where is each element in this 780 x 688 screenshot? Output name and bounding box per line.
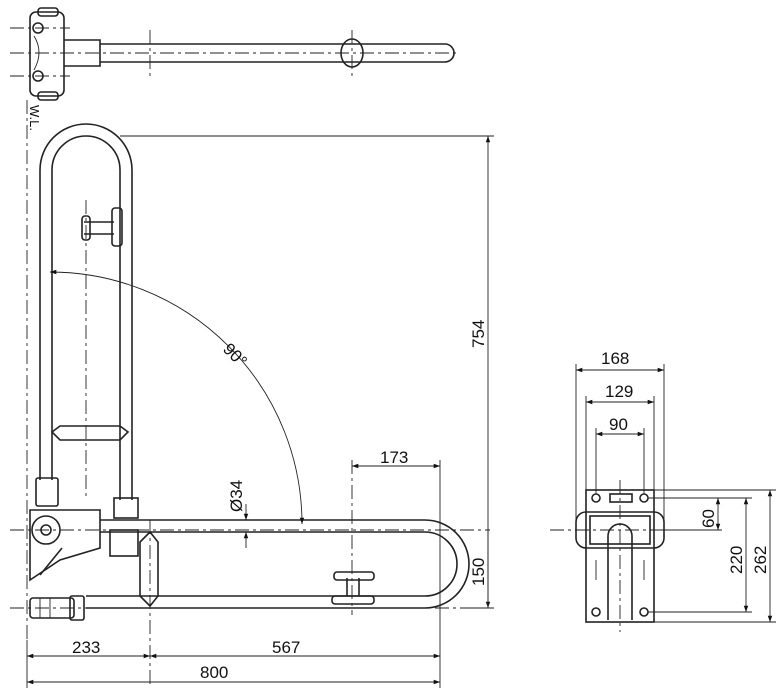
water-level-label: W.L. [26, 100, 42, 640]
bottom-dimensions: 233 567 800 [26, 608, 441, 688]
svg-text:129: 129 [605, 382, 633, 401]
rotation-arc: 90° [49, 269, 305, 525]
horizontal-arm [86, 519, 470, 609]
svg-text:60: 60 [699, 509, 718, 528]
svg-text:90: 90 [609, 415, 628, 434]
svg-text:262: 262 [751, 546, 770, 574]
svg-text:800: 800 [200, 663, 228, 682]
base-height-dimension: 150 [469, 530, 489, 608]
height-dimension: 754 [120, 135, 494, 609]
svg-text:168: 168 [601, 349, 629, 368]
front-view [10, 123, 490, 688]
plate-width-dimensions: 168 129 90 [575, 349, 665, 520]
plate-height-dimensions: 60 220 262 [648, 489, 776, 623]
svg-text:220: 220 [727, 546, 746, 574]
svg-text:173: 173 [380, 448, 408, 467]
diameter-dimension: Ø34 [227, 480, 249, 548]
vertical-loop [39, 123, 133, 500]
svg-text:150: 150 [469, 558, 488, 586]
arm-offset-dimension: 173 [352, 448, 441, 608]
top-view [10, 7, 460, 101]
side-view [550, 480, 670, 632]
svg-text:567: 567 [272, 638, 300, 657]
svg-text:W.L.: W.L. [27, 105, 42, 131]
svg-text:754: 754 [469, 320, 488, 348]
svg-text:233: 233 [72, 638, 100, 657]
svg-text:Ø34: Ø34 [227, 480, 246, 512]
